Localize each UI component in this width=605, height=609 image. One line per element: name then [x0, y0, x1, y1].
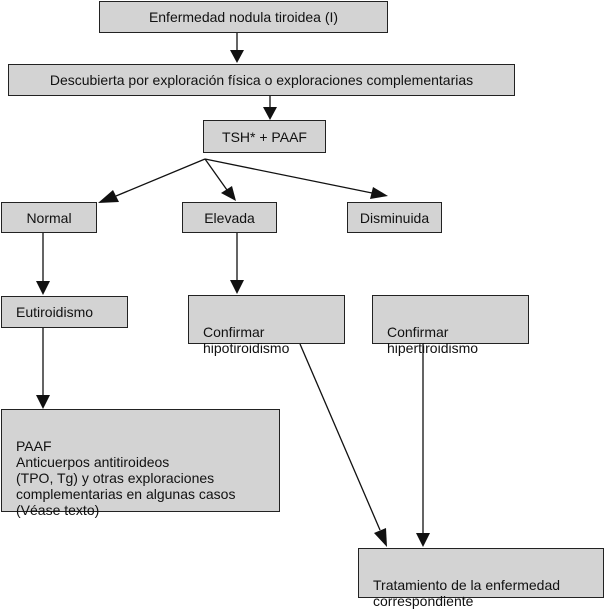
disminuida-text: Disminuida [359, 209, 430, 226]
arrow-tsh-to-normal [98, 158, 206, 203]
arrow-eutiroidismo-to-paaf [36, 328, 50, 409]
arrow-hiper-to-treatment [416, 344, 430, 547]
discovered-text: Descubierta por exploración física o exp… [49, 72, 474, 88]
arrow-tsh-to-disminuida [204, 158, 388, 199]
discovered-box: Descubierta por exploración física o exp… [8, 64, 515, 96]
normal-box: Normal [1, 202, 97, 233]
title-text: Enfermedad nodula tiroidea (I) [148, 9, 339, 25]
tsh-paaf-box: TSH* + PAAF [203, 120, 326, 153]
confirmar-hipotiroidismo-box: Confirmar hipotiroidismo [188, 295, 345, 356]
arrow-hipo-to-treatment [299, 343, 387, 547]
paaf-detail-text: PAAF Anticuerpos antitiroideos (TPO, Tg)… [16, 438, 236, 518]
arrow-title-to-discovered [230, 33, 244, 63]
tratamiento-box: Tratamiento de la enfermedad correspondi… [358, 548, 604, 609]
title-box: Enfermedad nodula tiroidea (I) [99, 1, 388, 33]
confirmar-hipotiroidismo-text: Confirmar hipotiroidismo [203, 324, 290, 356]
elevada-box: Elevada [182, 202, 277, 233]
eutiroidismo-box: Eutiroidismo [1, 296, 128, 328]
confirmar-hipertiroidismo-text: Confirmar hipertiroidismo [387, 324, 479, 356]
paaf-detail-box: PAAF Anticuerpos antitiroideos (TPO, Tg)… [1, 409, 280, 518]
normal-text: Normal [26, 209, 72, 226]
tsh-paaf-text: TSH* + PAAF [222, 128, 307, 145]
disminuida-box: Disminuida [347, 202, 442, 233]
arrow-tsh-to-elevada [204, 158, 236, 201]
arrow-discovered-to-tsh [263, 96, 277, 120]
tratamiento-text: Tratamiento de la enfermedad correspondi… [373, 577, 561, 609]
confirmar-hipertiroidismo-box: Confirmar hipertiroidismo [372, 295, 529, 356]
arrow-normal-to-eutiroidismo [36, 233, 50, 295]
eutiroidismo-text: Eutiroidismo [16, 304, 94, 320]
elevada-text: Elevada [204, 209, 255, 226]
arrow-elevada-to-hipo [230, 233, 244, 294]
